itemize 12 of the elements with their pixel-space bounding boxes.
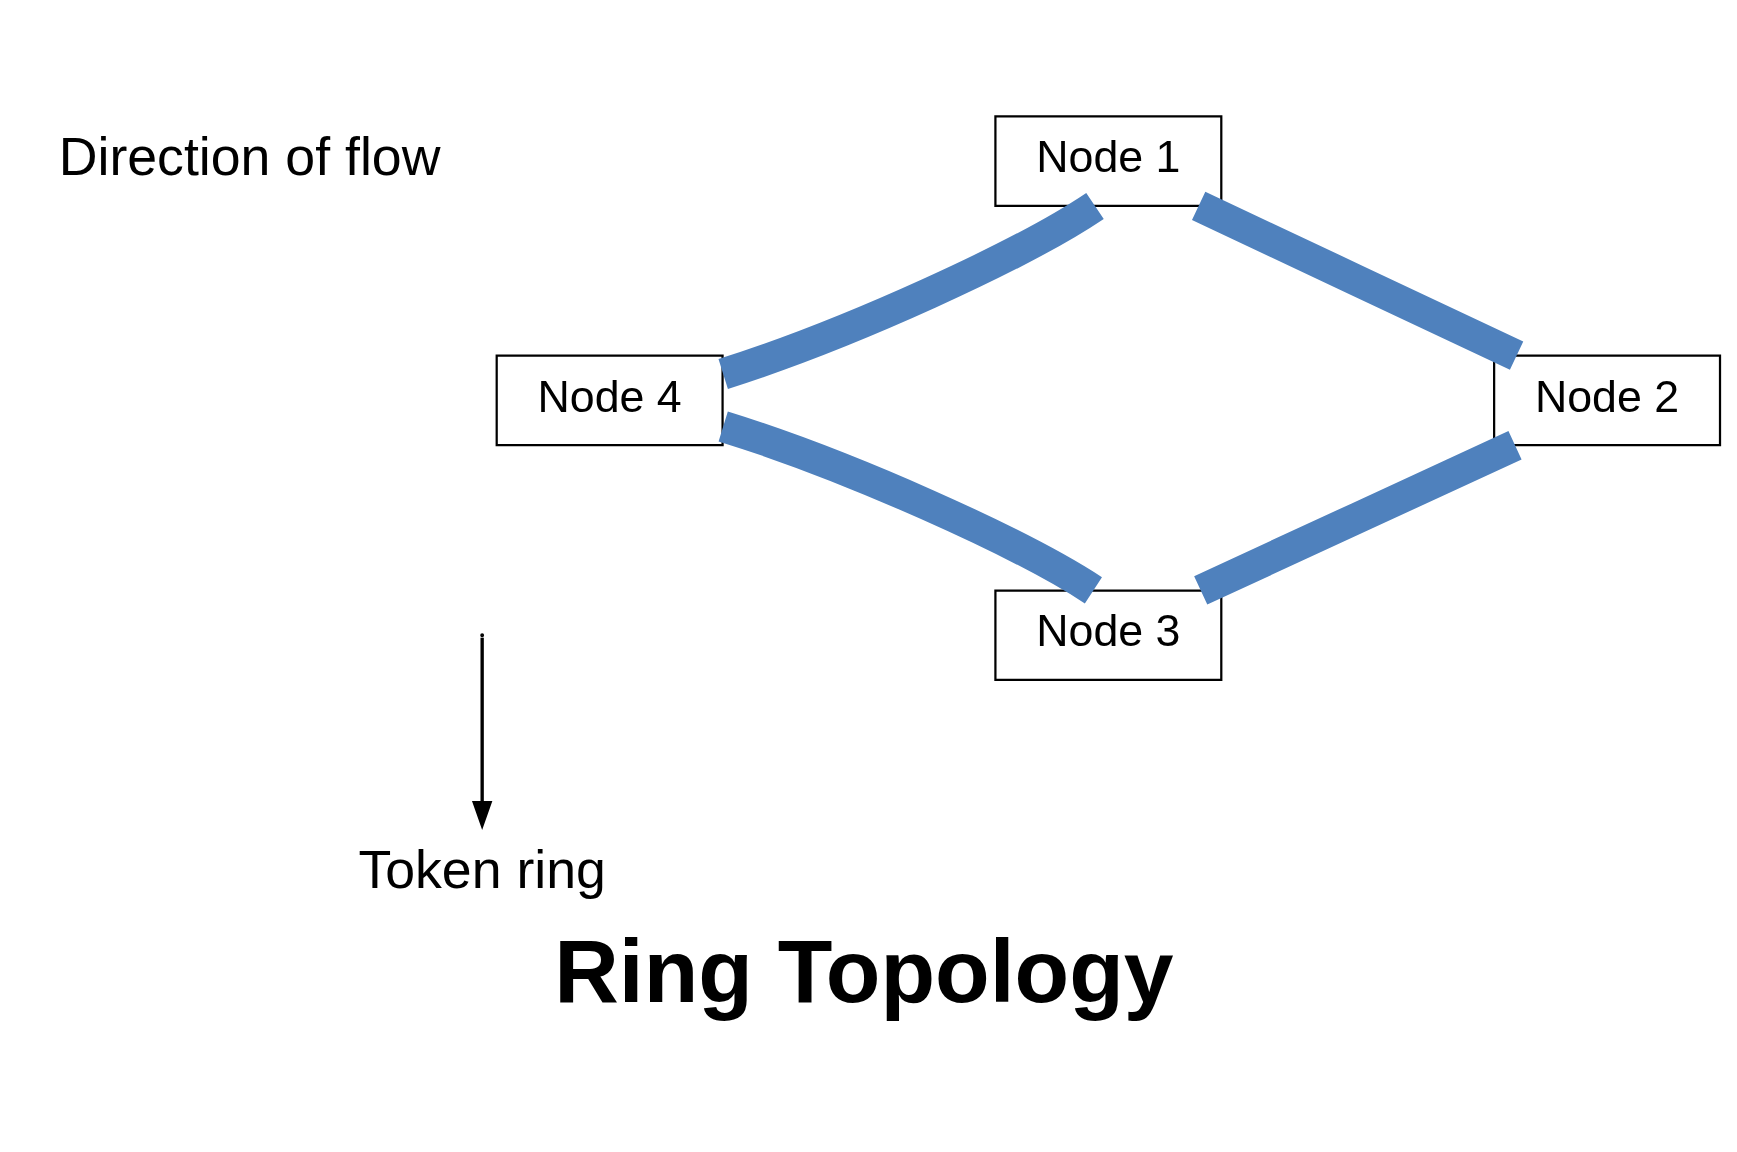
- node-box: Node 1: [994, 115, 1223, 207]
- node-box: Node 3: [994, 589, 1223, 682]
- connector: [1192, 191, 1524, 370]
- diagram-title: Ring Topology: [554, 921, 1174, 1022]
- node-box: Node 2: [1493, 354, 1722, 447]
- node-box: Node 4: [495, 354, 724, 447]
- label: Direction of flow: [58, 126, 441, 187]
- arrow: [471, 637, 493, 831]
- node-text: Token ring: [358, 839, 606, 900]
- connector: [1194, 430, 1522, 605]
- connector: [718, 192, 1104, 389]
- connector: [718, 411, 1102, 604]
